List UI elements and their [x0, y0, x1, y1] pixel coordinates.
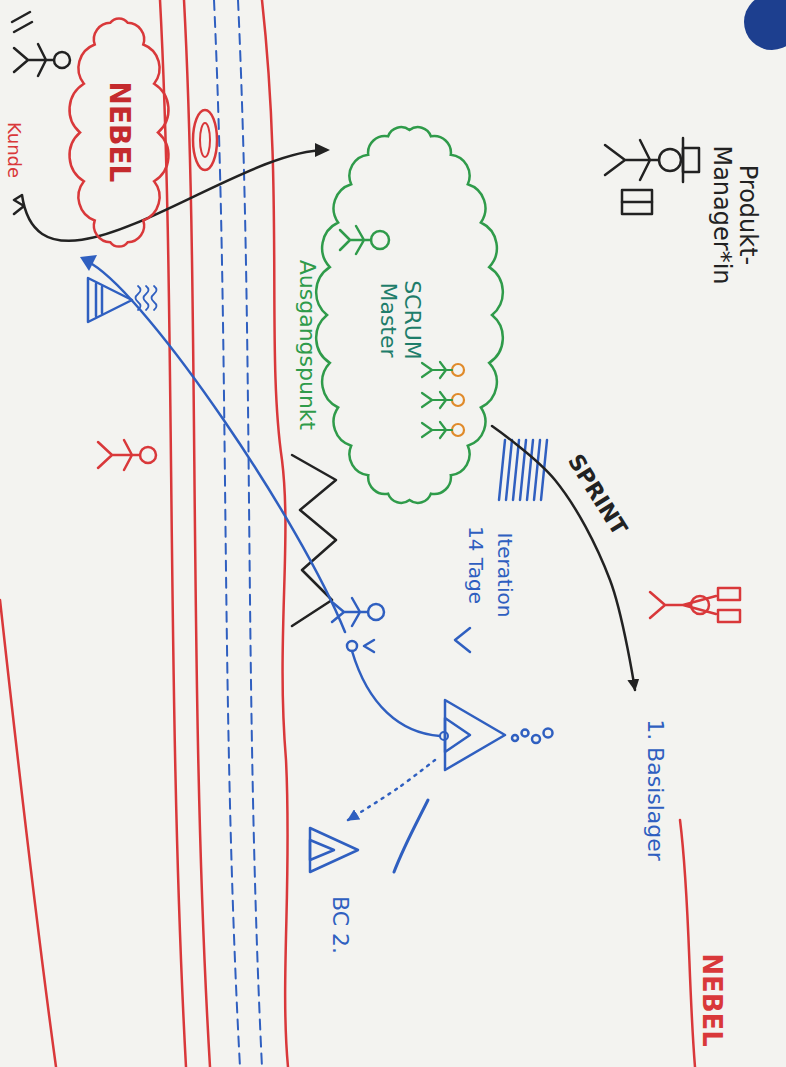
base-camp-node: 1. Basislager	[435, 690, 685, 890]
fog-line	[680, 820, 695, 1067]
arrowhead	[315, 143, 330, 157]
swirl	[200, 123, 210, 157]
dashed-band-line	[214, 0, 240, 1067]
base-camp-tent	[445, 700, 553, 770]
scrum-team-cloud: SCRUM Master Ausgangspunkt	[282, 130, 492, 500]
role-label: SCRUM Master	[376, 270, 424, 370]
scrum-master-figure	[340, 226, 389, 254]
fog-label: NEBEL	[698, 953, 727, 1047]
duration-label: 14 Tage	[465, 526, 487, 604]
chevron	[455, 628, 470, 652]
ground-line	[0, 600, 56, 1067]
customer-arrow	[14, 150, 326, 241]
customer-figure	[12, 12, 70, 76]
base-camp-node: BC 2.	[300, 820, 380, 970]
climber-figure	[98, 440, 156, 470]
team-members	[422, 362, 464, 438]
fog-band-line	[160, 0, 186, 1067]
starting-point-label: Ausgangspunkt	[295, 260, 319, 431]
cloud-title: NEBEL	[104, 82, 135, 183]
sprint-arrow	[492, 426, 635, 690]
team-figure	[332, 598, 384, 652]
edge-label: SPRINT	[561, 447, 634, 543]
marker-cap	[744, 0, 786, 50]
base-camp-tent	[310, 828, 358, 872]
cloud-outline	[316, 127, 503, 503]
camp-label: 1. Basislager	[643, 719, 667, 861]
iteration-label: Iteration	[494, 533, 516, 618]
route-stroke	[394, 800, 428, 872]
dotted-arrow	[348, 760, 435, 820]
camp-label: BC 2.	[328, 896, 352, 954]
product-manager-figure	[605, 138, 699, 214]
customer-label: Kunde	[4, 122, 24, 178]
cloud-outline	[70, 18, 169, 246]
swirl	[193, 110, 217, 170]
dashed-band-line	[238, 0, 262, 1067]
role-label: Produkt- Manager*in	[709, 135, 762, 295]
lookout-figure	[650, 588, 740, 622]
route-arc	[352, 651, 440, 736]
arrowhead	[80, 255, 97, 271]
fog-cloud: NEBEL	[80, 20, 158, 245]
